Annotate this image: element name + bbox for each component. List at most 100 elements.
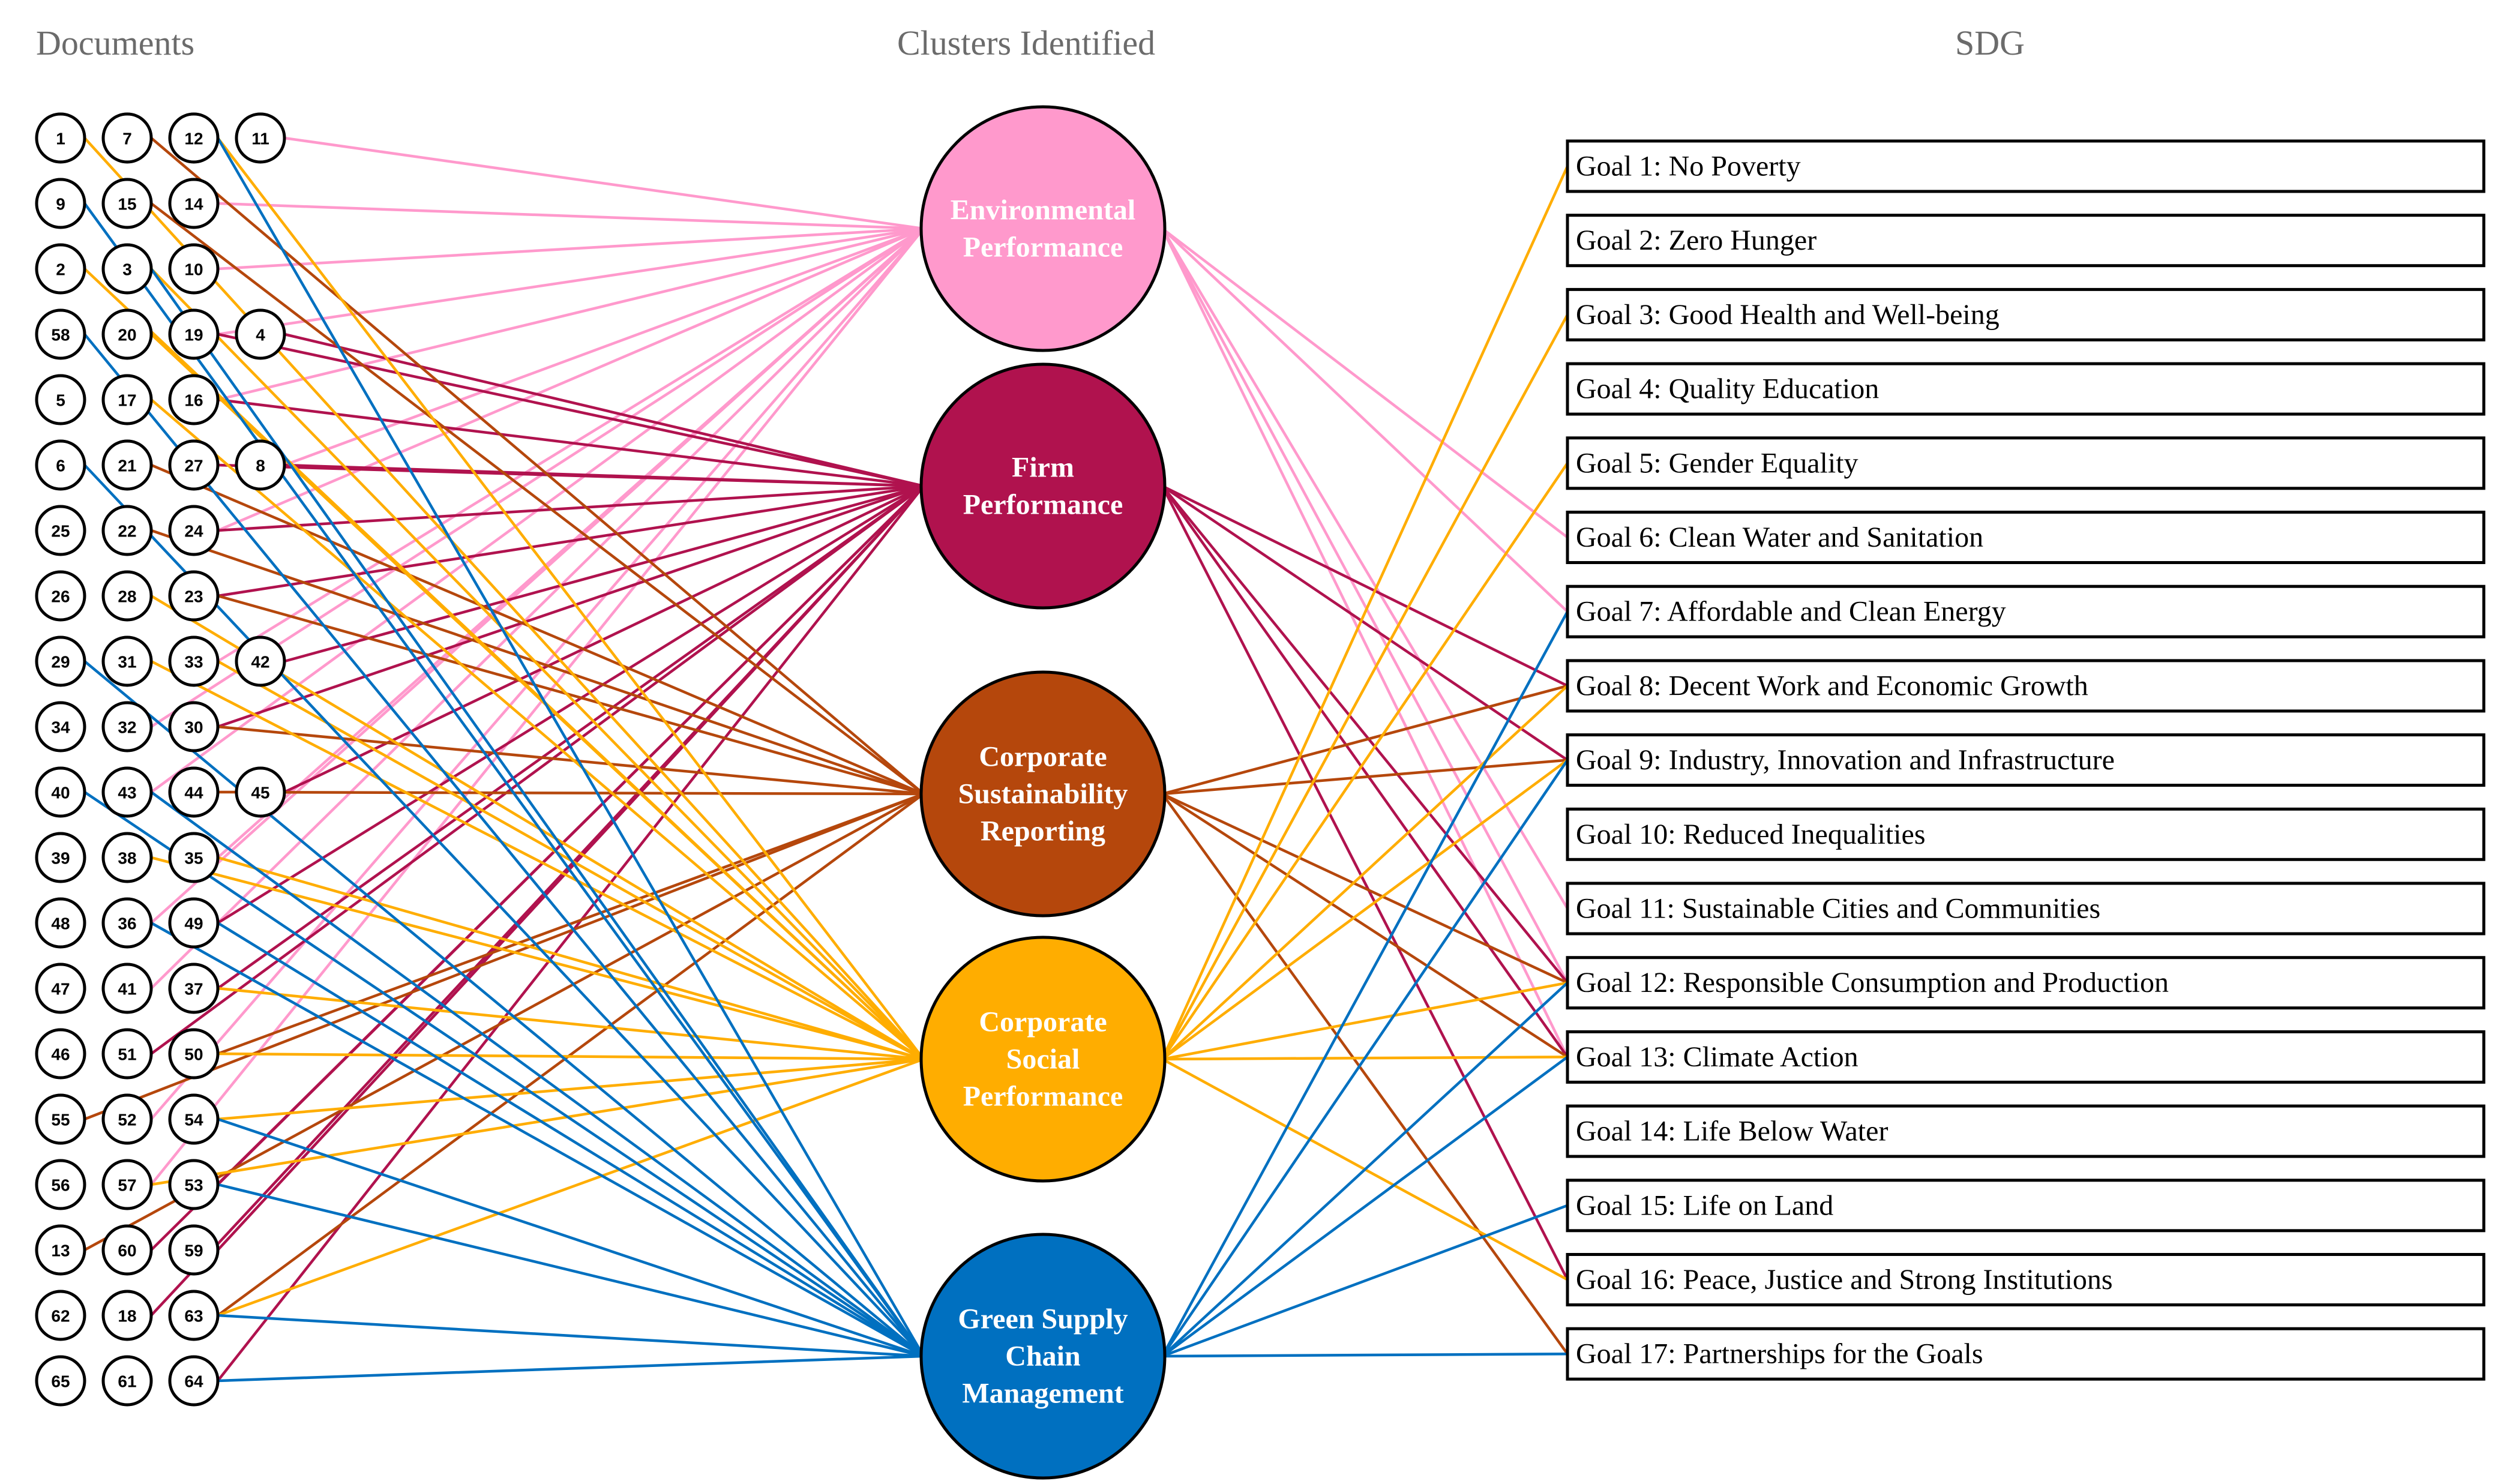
document-node: 38 [101,832,153,883]
doc-link-51-firm [150,485,925,1055]
goal-label: Goal 1: No Poverty [1576,151,1801,182]
doc-link-8-firm [284,463,924,488]
document-circle [35,570,86,622]
document-node: 52 [101,1093,153,1145]
document-node: 63 [168,1290,220,1341]
doc-link-6-gscm [83,464,925,1357]
document-label: 44 [184,784,203,802]
sdg-link-csp [1161,166,1569,1060]
document-label: 63 [184,1307,203,1326]
goal-box [1566,287,2486,341]
doc-link-40-gscm [83,791,925,1357]
clusters-header: Clusters Identified [897,23,1156,62]
document-node: 3 [101,243,153,295]
sdg-goal-item: Goal 4: Quality Education [1566,362,2486,416]
document-circle [35,766,86,818]
document-circle [101,112,153,164]
doc-link-50-csp [217,1052,924,1061]
doc-link-21-csr [151,463,924,796]
document-label: 15 [118,195,136,214]
document-circle [101,1159,153,1210]
document-circle [101,1224,153,1276]
document-label: 55 [51,1111,70,1129]
document-label: 25 [51,522,70,541]
sdg-link-firm [1161,485,1569,762]
document-node: 8 [235,439,286,491]
document-label: 54 [184,1111,203,1129]
doc-link-57-csp [151,1057,924,1186]
document-node: 50 [168,1028,220,1080]
document-node: 54 [168,1093,220,1145]
document-node: 31 [101,635,153,687]
goal-box [1566,362,2486,416]
goal-label: Goal 16: Peace, Justice and Strong Insti… [1576,1264,2113,1296]
sdg-link-firm [1161,485,1569,1058]
cluster-label: Social [1006,1044,1080,1075]
document-node: 46 [35,1028,86,1080]
document-circle [168,897,220,949]
document-node: 9 [35,178,86,229]
document-node: 36 [101,897,153,949]
sdg-link-csr [1161,793,1569,1355]
sdg-link-gscm [1162,1352,1568,1358]
sdg-goal-item: Goal 14: Life Below Water [1566,1104,2486,1158]
document-circle [35,701,86,753]
document-circle [101,1290,153,1341]
document-circle [35,243,86,295]
document-node: 58 [35,308,86,360]
doc-link-23-firm [217,484,924,598]
document-node: 56 [35,1159,86,1210]
document-label: 58 [51,326,70,344]
document-circle [101,963,153,1014]
document-label: 1 [56,130,65,148]
goal-box [1566,1253,2486,1306]
document-node: 5 [35,374,86,425]
document-circle [35,439,86,491]
doc-link-18-firm [150,485,925,1317]
document-label: 5 [56,391,65,410]
document-circle [101,505,153,556]
document-circle [101,439,153,491]
doc-link-30-firm [217,484,924,728]
document-circle [101,308,153,360]
sdg-link-csp [1161,759,1569,1060]
document-node: 39 [35,832,86,883]
sdg-goal-item: Goal 3: Good Health and Well-being [1566,287,2486,341]
sdg-link-gscm [1161,611,1569,1357]
sdg-link-firm [1161,485,1569,1281]
document-circle [101,243,153,295]
document-label: 9 [56,195,65,214]
document-node: 42 [235,635,286,687]
document-node: 13 [35,1224,86,1276]
document-label: 64 [184,1372,203,1391]
document-circle [101,766,153,818]
doc-link-10-env [217,227,924,271]
doc-link-12-csp [217,137,925,1060]
document-label: 27 [184,457,203,475]
document-node: 60 [101,1224,153,1276]
goal-box [1566,659,2486,713]
doc-link-63-csr [217,793,925,1317]
cluster-label: Sustainability [958,778,1128,810]
document-circle [35,112,86,164]
doc-link-4-firm [284,332,924,488]
document-label: 57 [118,1176,136,1195]
document-node: 26 [35,570,86,622]
document-circle [35,832,86,883]
goal-label: Goal 8: Decent Work and Economic Growth [1576,670,2088,701]
sdg-goal-item: Goal 11: Sustainable Cities and Communit… [1566,882,2486,936]
sdg-link-csp [1161,685,1569,1060]
cluster-label: Reporting [981,816,1105,847]
document-label: 23 [184,587,203,606]
sdg-link-firm [1161,485,1569,984]
document-circle [35,505,86,556]
doc-link-24-env [217,227,924,532]
sdg-link-csp [1161,314,1569,1060]
document-label: 59 [184,1242,203,1260]
document-node: 64 [168,1355,220,1407]
document-label: 21 [118,457,136,475]
document-circle [168,701,220,753]
document-node: 62 [35,1290,86,1341]
